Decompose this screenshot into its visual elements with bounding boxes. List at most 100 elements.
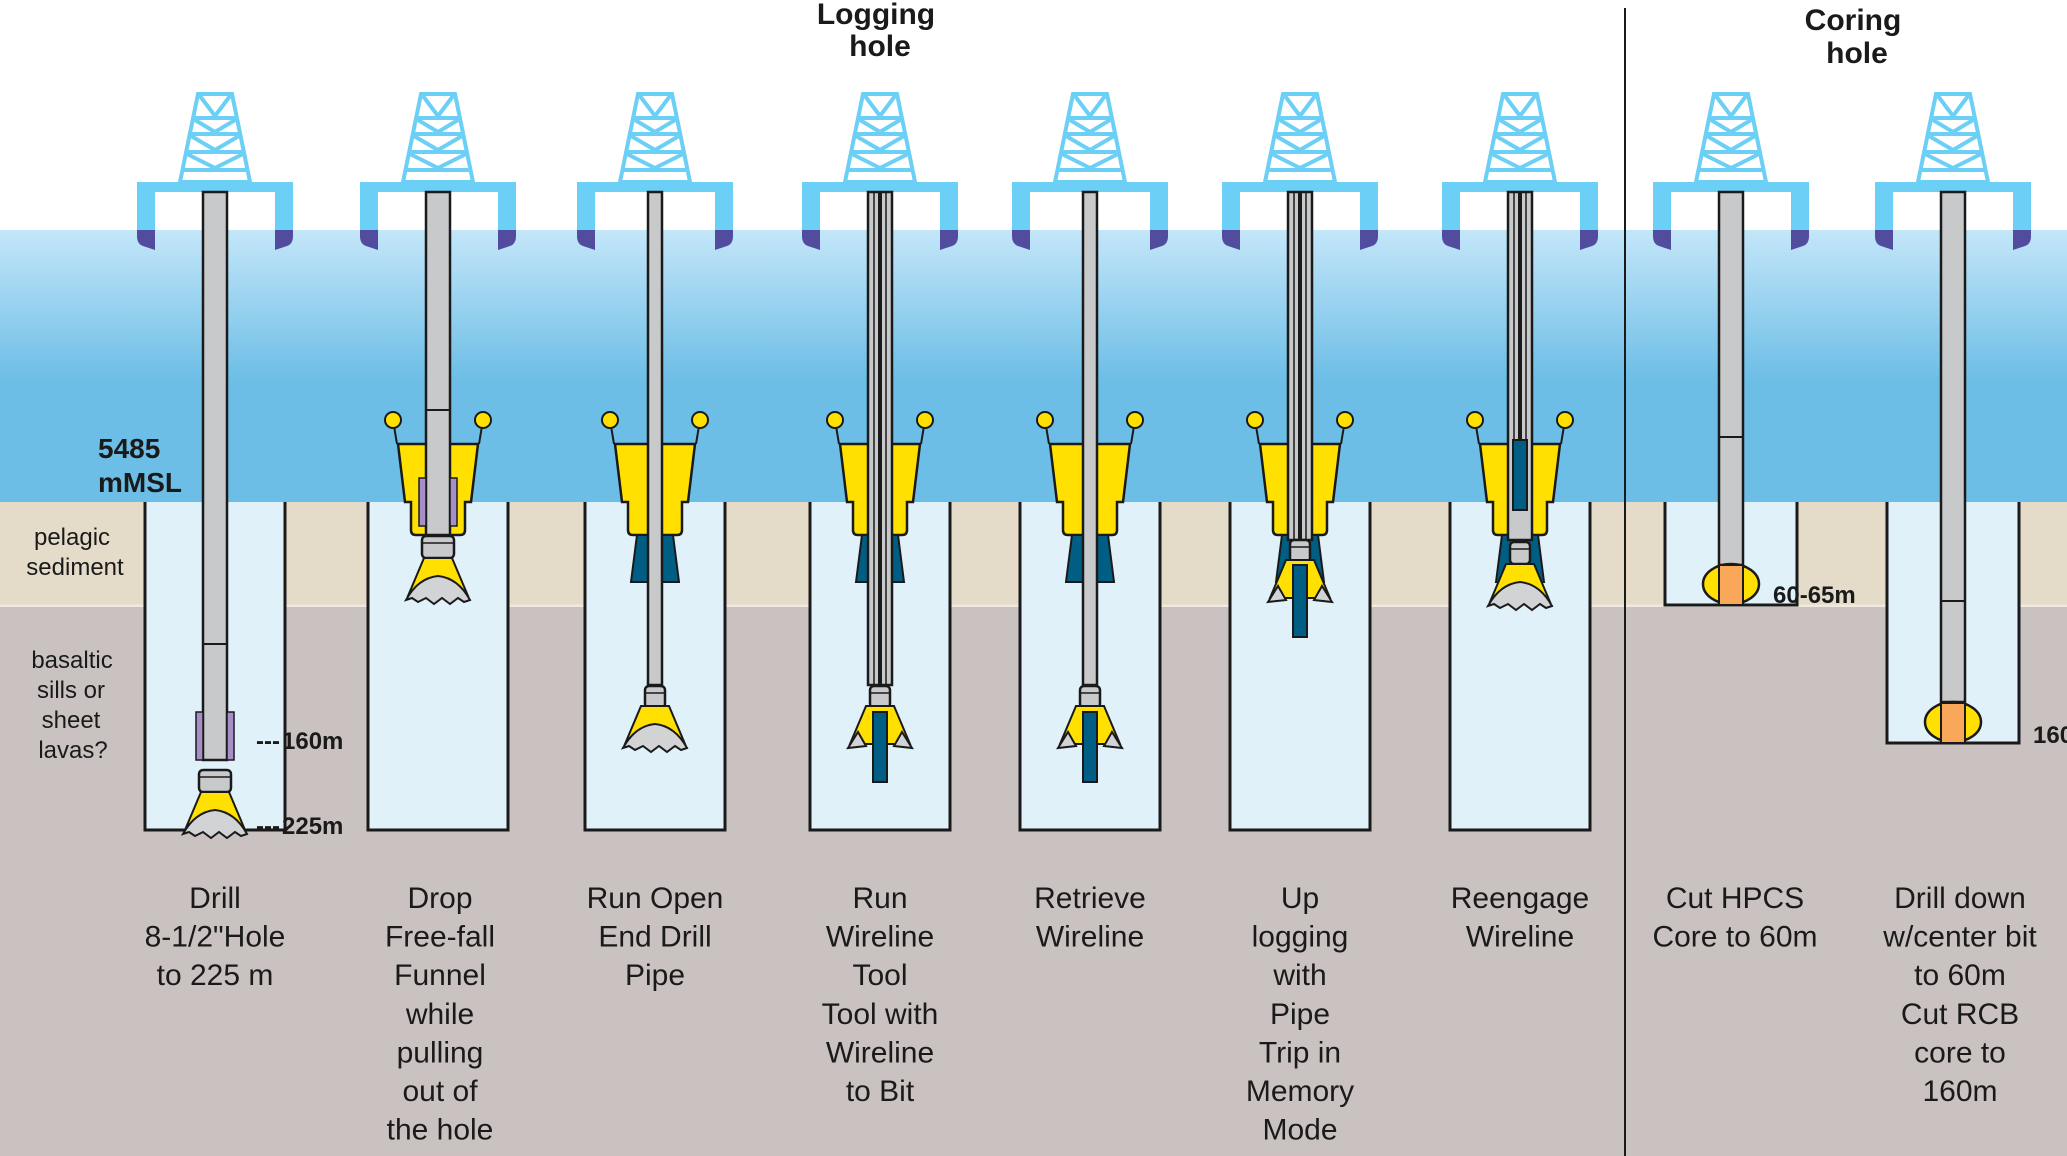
float-buoy-icon xyxy=(826,411,844,429)
step-label-line: Free-fall xyxy=(385,921,495,954)
basalt-label-line2: sills or xyxy=(37,677,105,704)
step-label-line: core to xyxy=(1914,1036,2006,1069)
ship-hull-right xyxy=(275,230,293,250)
step-label-line: Trip in xyxy=(1259,1036,1341,1069)
step-label-line: w/center bit xyxy=(1882,921,2037,954)
water-depth-value: 5485 xyxy=(98,433,160,464)
derrick-brace xyxy=(858,118,902,135)
derrick-brace xyxy=(633,118,677,135)
logging-title-line1: Logging xyxy=(817,0,935,31)
coring-title-line2: hole xyxy=(1826,37,1888,70)
bit-cutters xyxy=(403,574,472,606)
ship-hull-left xyxy=(1012,230,1030,250)
stabilizer xyxy=(195,711,204,761)
step-label-line: 8-1/2"Hole xyxy=(145,921,286,954)
ship-hull-right xyxy=(2013,230,2031,250)
water-depth-unit: mMSL xyxy=(98,467,182,498)
step-label-line: to 225 m xyxy=(157,959,274,992)
step-label-line: Wireline xyxy=(1466,921,1574,954)
ship-hull-left xyxy=(1653,230,1671,250)
step-label-line: Tool with xyxy=(822,998,939,1031)
drill-pipe xyxy=(1081,190,1099,687)
bit-cutter-left xyxy=(1056,730,1078,750)
derrick-brace xyxy=(638,94,672,120)
step-label-line: while xyxy=(405,998,474,1031)
derrick-icon xyxy=(1262,92,1338,184)
derrick-icon xyxy=(1693,92,1769,184)
derrick-brace xyxy=(1283,94,1317,120)
ship-hull-left xyxy=(802,230,820,250)
step-label-line: Up xyxy=(1281,882,1319,915)
step-label-line: the hole xyxy=(387,1114,494,1147)
sky-background xyxy=(0,0,2067,230)
derrick-brace xyxy=(1498,118,1542,135)
ship-hull-right xyxy=(498,230,516,250)
ship-hull-left xyxy=(360,230,378,250)
float-buoy-icon xyxy=(384,411,402,429)
derrick-brace xyxy=(416,118,460,135)
bit-cutter-left xyxy=(846,730,868,750)
step-label-line: Pipe xyxy=(1270,998,1330,1031)
depth-label-rcb: 160m xyxy=(2033,722,2067,749)
ship-hull-left xyxy=(577,230,595,250)
step-label-line: Tool xyxy=(852,959,907,992)
bit-cutter-left xyxy=(1266,584,1288,604)
step-label-line: End Drill xyxy=(598,921,711,954)
bit-cutters xyxy=(1485,580,1554,612)
depth-label-160m: 160m xyxy=(282,728,343,755)
derrick-brace xyxy=(193,118,237,135)
drill-bit-icon xyxy=(403,557,472,606)
step-label-line: Drill xyxy=(189,882,241,915)
derrick-brace xyxy=(863,94,897,120)
step-label-line: out of xyxy=(402,1075,478,1108)
derrick-brace xyxy=(851,152,909,171)
ship-hull-left xyxy=(1222,230,1240,250)
logging-tool xyxy=(1292,564,1308,638)
step-label-line: Reengage xyxy=(1451,882,1589,915)
dash-leader: --- xyxy=(256,813,280,840)
step-label-line: Pipe xyxy=(625,959,685,992)
drill-bit-icon xyxy=(180,791,249,840)
float-buoy-icon xyxy=(1126,411,1144,429)
stabilizer xyxy=(226,711,235,761)
derrick-brace xyxy=(1702,152,1760,171)
step-label-line: Wireline xyxy=(826,921,934,954)
float-buoy-icon xyxy=(1036,411,1054,429)
bit-sub xyxy=(868,684,892,710)
float-buoy-icon xyxy=(1336,411,1354,429)
sediment-label-line2: sediment xyxy=(26,554,124,581)
derrick-brace xyxy=(1927,134,1979,153)
logging-title-line2: hole xyxy=(849,30,911,63)
float-buoy-icon xyxy=(1246,411,1264,429)
step-label-line: Wireline xyxy=(826,1036,934,1069)
derrick-brace xyxy=(1931,118,1975,135)
float-buoy-icon xyxy=(1466,411,1484,429)
step-label-line: 160m xyxy=(1922,1075,1997,1108)
step-label-line: Funnel xyxy=(394,959,486,992)
drill-bit-icon xyxy=(846,705,914,750)
step-label-line: Retrieve xyxy=(1034,882,1146,915)
derrick-icon xyxy=(177,92,253,184)
depth-marker-225m: --- 225m xyxy=(256,813,343,840)
ship-hull-right xyxy=(1580,230,1598,250)
derrick-brace xyxy=(1068,118,1112,135)
step-label-line: to Bit xyxy=(846,1075,915,1108)
bit-cutter-right xyxy=(892,730,914,750)
drill-pipe xyxy=(646,190,664,687)
derrick-brace xyxy=(854,134,906,153)
core-sample xyxy=(1940,702,1966,744)
drill-pipe xyxy=(201,190,229,762)
derrick-brace xyxy=(1064,134,1116,153)
ship-hull-right xyxy=(1360,230,1378,250)
borehole xyxy=(366,502,510,832)
step-label-line: Mode xyxy=(1262,1114,1337,1147)
logging-hole-title: Logging hole xyxy=(817,0,935,63)
drill-pipe xyxy=(1939,190,1967,704)
coring-hole-title: Coring hole xyxy=(1805,4,1902,70)
